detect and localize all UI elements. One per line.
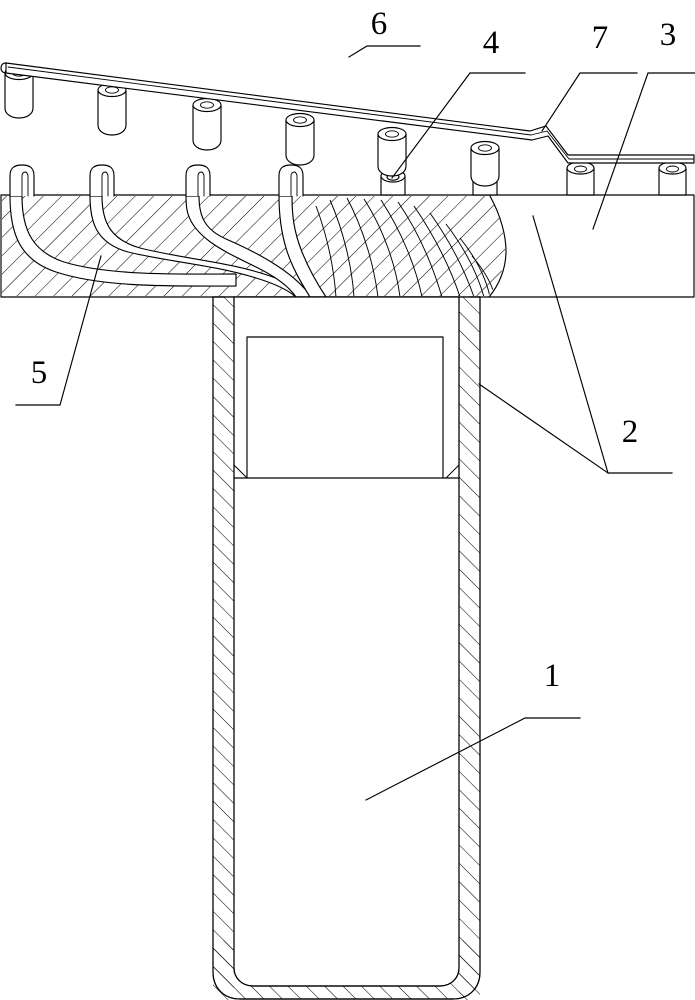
base-plate-outline	[0, 194, 695, 298]
leader-line-7	[541, 72, 638, 132]
container-inner-restroke	[233, 296, 460, 987]
vertical-container-group	[212, 296, 481, 1000]
callout-1: 1	[365, 658, 581, 801]
leader-line-1	[365, 717, 581, 801]
strip-top-edge	[7, 66, 695, 160]
reference-callouts: 6 4 7 3 5 2 1	[15, 6, 695, 801]
block-right-streamlines	[315, 197, 496, 296]
leader-line-4	[391, 72, 526, 179]
hanging-post-3	[192, 97, 222, 151]
leader-line-2b	[478, 383, 609, 474]
leader-line-5	[15, 255, 102, 406]
leader-line-3	[592, 72, 695, 230]
container-inner-cavity	[233, 296, 460, 987]
callout-3: 3	[592, 17, 695, 230]
leader-line-2a	[532, 215, 673, 474]
callout-5: 5	[15, 255, 102, 406]
sectioned-block-hatching	[2, 196, 505, 296]
nipple-1	[9, 164, 35, 197]
short-cylinder-2	[658, 161, 687, 196]
inclined-connector-strip	[0, 62, 695, 164]
leader-line-6	[348, 45, 421, 58]
ref-numeral-6: 6	[371, 6, 388, 42]
container-left-wall-hatch	[213, 297, 234, 1000]
ref-numeral-2: 2	[622, 414, 639, 450]
ref-numeral-4: 4	[483, 25, 500, 61]
short-cylinder-1	[566, 161, 595, 196]
ref-numeral-5: 5	[31, 355, 48, 391]
container-upper-cavity-group	[233, 336, 460, 479]
callout-6: 6	[348, 6, 421, 58]
container-right-wall-hatch	[459, 297, 480, 1000]
base-plate-group	[0, 194, 695, 298]
strip-left-cap	[0, 62, 7, 74]
ref-numeral-3: 3	[660, 17, 677, 53]
sectioned-nipples-group	[9, 164, 304, 197]
ref-numeral-1: 1	[544, 658, 561, 694]
callout-7: 7	[541, 20, 638, 132]
hanging-post-6	[470, 140, 500, 187]
ref-numeral-7: 7	[592, 20, 609, 56]
block-right-profile	[488, 195, 507, 298]
channel-1	[9, 195, 237, 287]
hanging-post-2	[97, 82, 127, 136]
shoulder-corner-ticks	[233, 464, 460, 479]
nipple-2	[89, 164, 115, 197]
short-support-cylinders-group	[566, 161, 687, 196]
hanging-post-5	[377, 126, 407, 177]
container-outer-restroke	[212, 296, 481, 1000]
hanging-post-4	[285, 112, 315, 166]
nipple-3	[185, 164, 211, 197]
nipple-4	[278, 164, 304, 197]
strip-body	[5, 62, 695, 164]
callout-2: 2	[478, 215, 673, 474]
callout-4: 4	[391, 25, 526, 179]
